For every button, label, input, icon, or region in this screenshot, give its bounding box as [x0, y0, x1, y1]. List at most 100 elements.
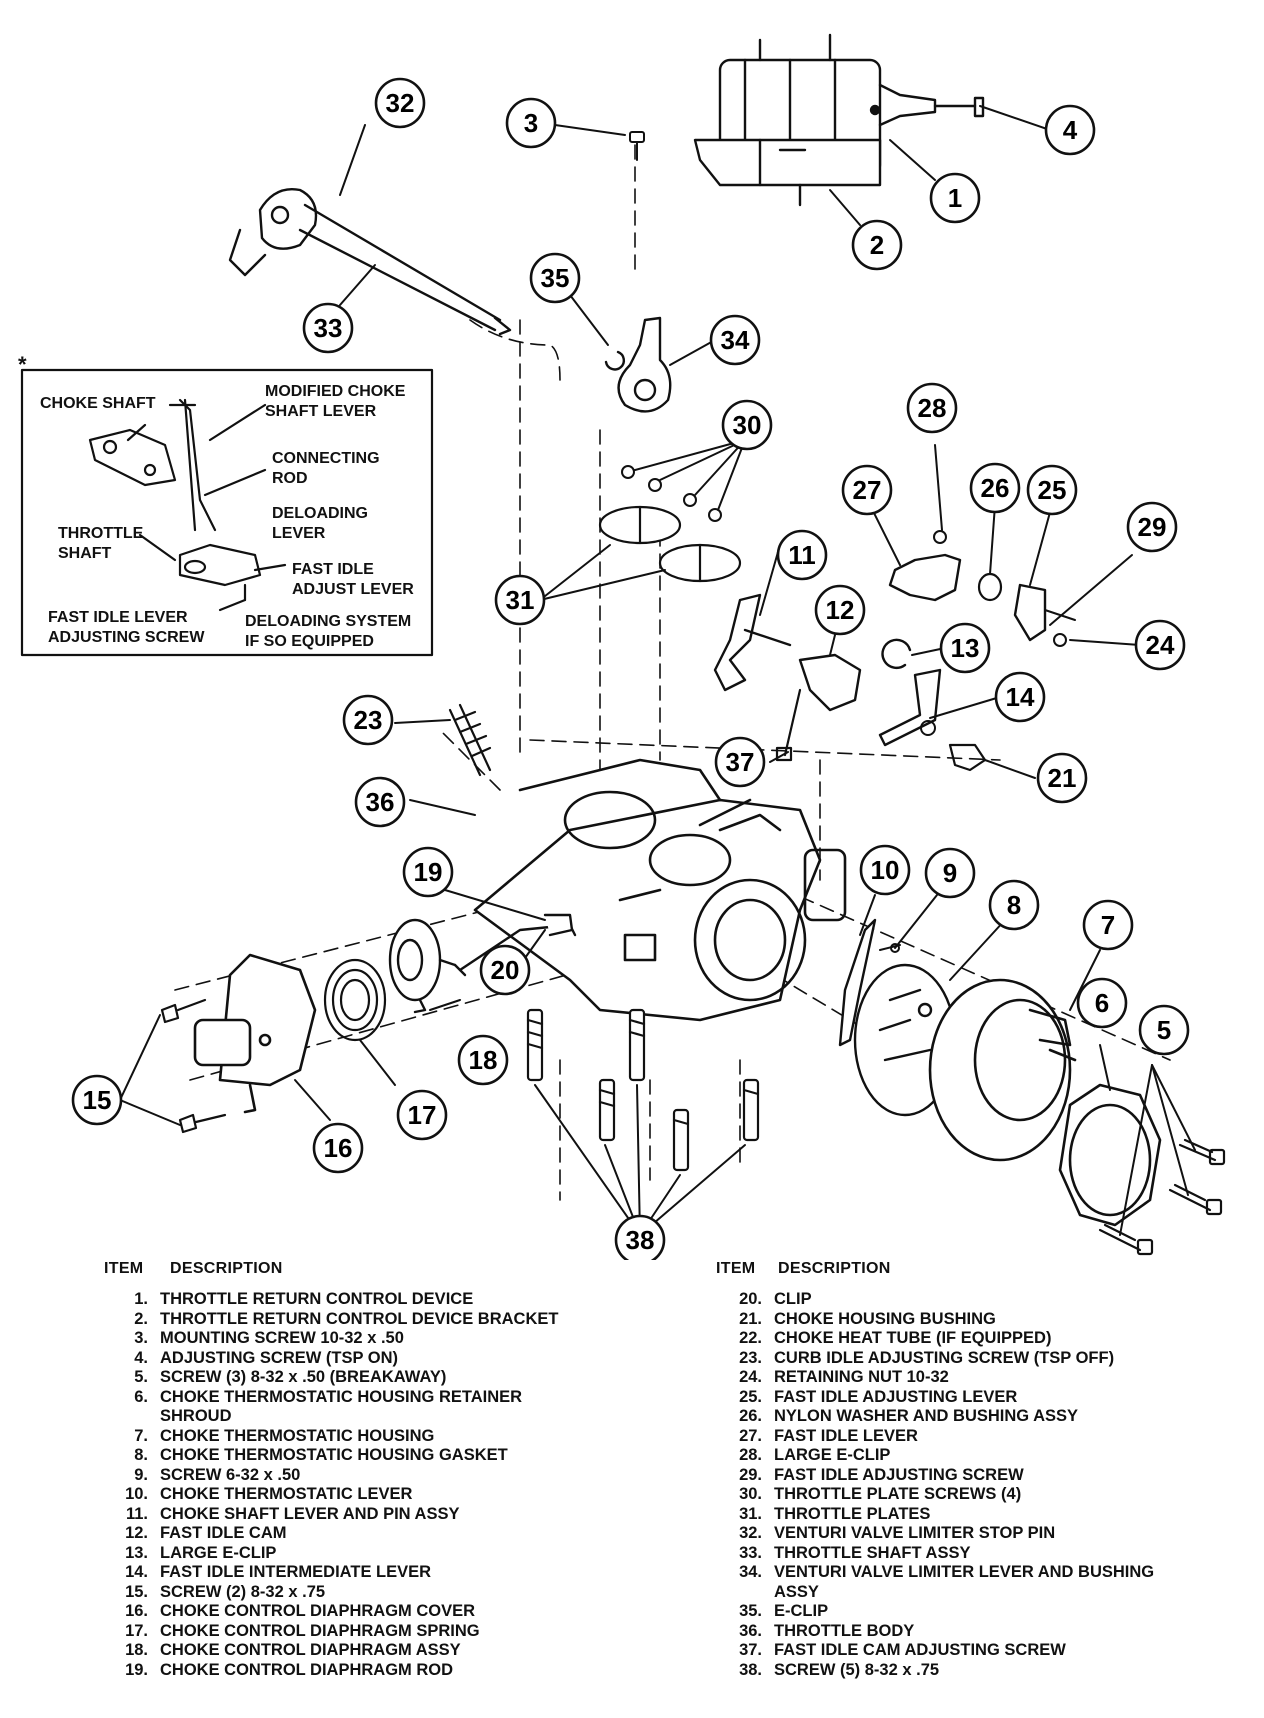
callout-31: 31: [494, 574, 546, 626]
callout-number: 13: [951, 633, 980, 663]
legend-item-number: 18.: [125, 1641, 148, 1659]
legend-item-number: 20.: [739, 1290, 762, 1308]
callout-circle: [342, 694, 394, 746]
legend-item-number: 16.: [125, 1602, 148, 1620]
callout-circle: [929, 172, 981, 224]
legend-item-number: 12.: [125, 1524, 148, 1542]
callout-20: 20: [479, 944, 531, 996]
label-system-1: DELOADING SYSTEM: [245, 613, 411, 630]
asterisk-note: *: [18, 352, 27, 377]
callout-18: 18: [457, 1034, 509, 1086]
legend-item-description: CHOKE THERMOSTATIC HOUSING RETAINER: [160, 1387, 523, 1406]
legend-item-number: 6.: [134, 1387, 148, 1406]
callout-3: 3: [505, 97, 557, 149]
clip: [543, 913, 574, 937]
exploded-parts-diagram: CHOKE SHAFT MODIFIED CHOKE SHAFT LEVER C…: [18, 33, 1226, 1260]
label-fast-idle-1: FAST IDLE: [292, 561, 374, 578]
legend-item-number: 13.: [125, 1543, 148, 1562]
legend-item-description: ASSY: [774, 1582, 819, 1601]
callout-circle: [721, 399, 773, 451]
legend-item-description: CLIP: [774, 1290, 812, 1308]
callout-number: 31: [506, 585, 535, 615]
callout-circle: [1026, 464, 1078, 516]
callout-number: 18: [469, 1045, 498, 1075]
legend-item-number: 7.: [134, 1426, 148, 1445]
legend-item-description: LARGE E-CLIP: [160, 1543, 277, 1562]
callout-circle: [302, 302, 354, 354]
legend-item-description: LARGE E-CLIP: [774, 1446, 891, 1464]
breakaway-screws: [1098, 1138, 1226, 1256]
legend-item-description: THROTTLE RETURN CONTROL DEVICE BRACKET: [160, 1309, 559, 1328]
callout-number: 11: [788, 540, 816, 570]
legend-item-number: 37.: [739, 1641, 762, 1659]
body-screws: [526, 1008, 760, 1172]
callout-circle: [457, 1034, 509, 1086]
label-choke-shaft: CHOKE SHAFT: [40, 395, 156, 412]
callout-circle: [841, 464, 893, 516]
legend-item-number: 28.: [739, 1446, 762, 1464]
mounting-screw: [629, 131, 645, 161]
callout-circle: [906, 382, 958, 434]
callout-12: 12: [814, 584, 866, 636]
callout-circle: [1082, 899, 1134, 951]
throttle-plates: [598, 505, 742, 583]
callout-number: 26: [981, 473, 1010, 503]
legend-item-description: SCREW (3) 8-32 x .50 (BREAKAWAY): [160, 1368, 447, 1386]
legend-header-item: ITEM: [104, 1260, 144, 1277]
legend-item-number: 19.: [125, 1660, 148, 1679]
callout-circle: [851, 219, 903, 271]
legend-item-number: 24.: [739, 1368, 762, 1386]
legend-item-description: CHOKE CONTROL DIAPHRAGM COVER: [160, 1602, 476, 1620]
callout-number: 25: [1038, 475, 1067, 505]
callout-number: 2: [870, 230, 884, 260]
callout-27: 27: [841, 464, 893, 516]
label-throttle-1: THROTTLE: [58, 525, 144, 542]
callout-number: 28: [918, 393, 947, 423]
callout-circle: [374, 77, 426, 129]
callout-24: 24: [1134, 619, 1186, 671]
callout-circle: [714, 736, 766, 788]
label-throttle-2: SHAFT: [58, 545, 112, 562]
callout-number: 15: [83, 1085, 112, 1115]
callout-number: 20: [491, 955, 520, 985]
callout-number: 6: [1095, 988, 1109, 1018]
callout-30: 30: [721, 399, 773, 451]
legend-header-description: DESCRIPTION: [778, 1260, 891, 1277]
label-deloading-2: LEVER: [272, 525, 326, 542]
callout-number: 8: [1007, 890, 1021, 920]
callout-15: 15: [71, 1074, 123, 1126]
callout-number: 16: [324, 1133, 353, 1163]
callout-circle: [939, 622, 991, 674]
choke-shaft-lever: [713, 593, 792, 692]
throttle-body: [473, 758, 847, 1022]
legend-item-description: CHOKE HEAT TUBE (IF EQUIPPED): [774, 1329, 1052, 1347]
legend-item-description: FAST IDLE LEVER: [774, 1426, 918, 1445]
callout-number: 38: [626, 1225, 655, 1255]
legend-item-number: 34.: [739, 1563, 762, 1581]
callout-number: 1: [948, 183, 962, 213]
diaphragm-spring: [323, 958, 387, 1042]
legend-item-description: THROTTLE RETURN CONTROL DEVICE: [160, 1290, 474, 1308]
callout-circle: [396, 1089, 448, 1141]
callout-circle: [1044, 104, 1096, 156]
legend-item-description: SCREW (2) 8-32 x .75: [160, 1582, 326, 1601]
label-modified-2: SHAFT LEVER: [265, 403, 377, 420]
fast-idle-cam: [798, 653, 862, 712]
device-bracket: [693, 138, 882, 207]
callout-circle: [1138, 1004, 1190, 1056]
callout-circle: [1126, 501, 1178, 553]
callout-9: 9: [924, 847, 976, 899]
callout-circle: [505, 97, 557, 149]
thermostatic-lever: [838, 918, 877, 1047]
retainer-shroud: [1058, 1083, 1162, 1227]
callout-19: 19: [402, 846, 454, 898]
legend-item-number: 26.: [739, 1407, 762, 1425]
choke-housing-bushing: [948, 743, 987, 772]
callout-number: 23: [354, 705, 383, 735]
callout-circle: [988, 879, 1040, 931]
fast-idle-cam-screw: [775, 688, 802, 762]
label-screw-2: ADJUSTING SCREW: [48, 629, 205, 646]
label-connecting-1: CONNECTING: [272, 450, 380, 467]
